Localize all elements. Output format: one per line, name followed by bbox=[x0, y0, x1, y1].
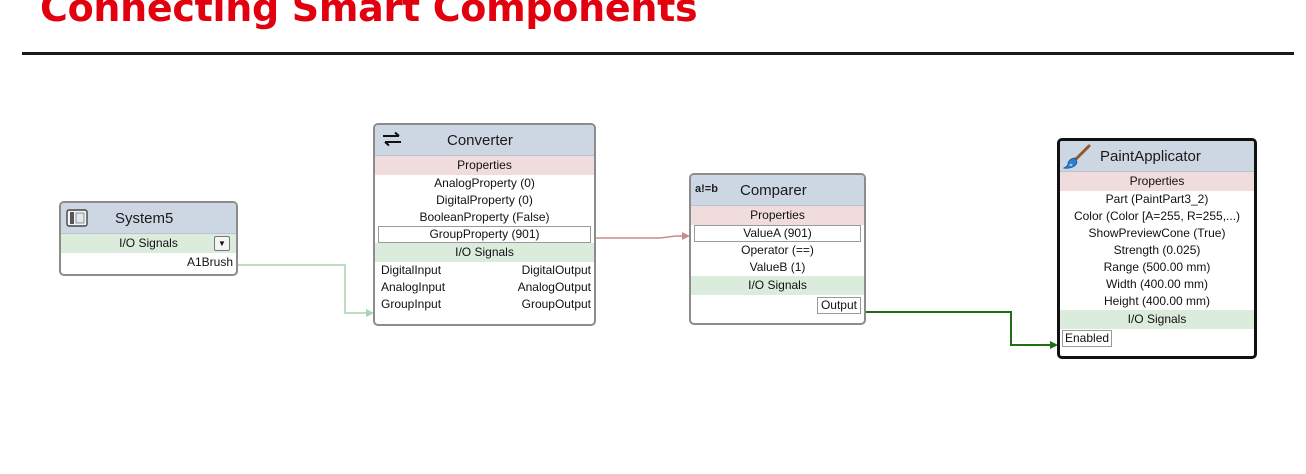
paintapplicator-property-part[interactable]: Part (PaintPart3_2) bbox=[1105, 192, 1209, 206]
swap-arrows-icon bbox=[381, 131, 403, 150]
port-groupoutput[interactable]: GroupOutput bbox=[521, 297, 591, 311]
converter-port-row-2: AnalogInput AnalogOutput bbox=[375, 279, 594, 296]
converter-property-boolean[interactable]: BooleanProperty (False) bbox=[419, 210, 550, 224]
converter-port-row-1: DigitalInput DigitalOutput bbox=[375, 262, 594, 279]
system5-io-section: I/O Signals ▼ bbox=[61, 234, 236, 253]
paintapplicator-properties-label: Properties bbox=[1060, 172, 1254, 191]
converter-properties-label: Properties bbox=[375, 156, 594, 175]
port-groupinput[interactable]: GroupInput bbox=[381, 297, 442, 311]
port-digitaloutput[interactable]: DigitalOutput bbox=[521, 263, 591, 277]
paintapplicator-title: PaintApplicator bbox=[1100, 148, 1201, 165]
wire-groupproperty-to-valuea[interactable] bbox=[596, 235, 682, 239]
paintapplicator-property-width[interactable]: Width (400.00 mm) bbox=[1105, 277, 1209, 291]
converter-node[interactable]: Converter Properties AnalogProperty (0) … bbox=[373, 123, 596, 326]
system5-title: System5 bbox=[115, 210, 174, 227]
converter-property-analog[interactable]: AnalogProperty (0) bbox=[434, 176, 535, 190]
paintapplicator-io-label: I/O Signals bbox=[1060, 310, 1254, 329]
port-analoginput[interactable]: AnalogInput bbox=[381, 280, 446, 294]
comparer-port-row: Output bbox=[691, 295, 864, 315]
chevron-down-icon[interactable]: ▼ bbox=[214, 236, 230, 251]
converter-port-row-3: GroupInput GroupOutput bbox=[375, 296, 594, 313]
station-icon bbox=[66, 209, 88, 230]
paintapplicator-property-showpreviewcone[interactable]: ShowPreviewCone (True) bbox=[1088, 226, 1226, 240]
wire-a1brush-to-groupinput[interactable] bbox=[237, 264, 366, 314]
port-a1brush[interactable]: A1Brush bbox=[186, 255, 233, 269]
converter-io-label: I/O Signals bbox=[375, 243, 594, 262]
wire-output-arrowhead bbox=[1050, 341, 1058, 349]
wire-a1brush-arrowhead bbox=[366, 309, 374, 317]
port-digitalinput[interactable]: DigitalInput bbox=[381, 263, 442, 277]
comparer-title: Comparer bbox=[740, 182, 807, 199]
paintapplicator-property-height[interactable]: Height (400.00 mm) bbox=[1103, 294, 1211, 308]
comparer-property-operator[interactable]: Operator (==) bbox=[741, 243, 814, 257]
system5-io-label: I/O Signals bbox=[119, 236, 178, 250]
converter-title: Converter bbox=[447, 132, 513, 149]
port-output[interactable]: Output bbox=[816, 297, 861, 314]
system5-header[interactable]: System5 bbox=[61, 203, 236, 234]
compare-icon: a!=b bbox=[695, 183, 718, 195]
system5-node[interactable]: System5 I/O Signals ▼ A1Brush bbox=[59, 201, 238, 276]
paintapplicator-port-row: Enabled bbox=[1060, 329, 1254, 349]
paintapplicator-property-color[interactable]: Color (Color [A=255, R=255,...) bbox=[1073, 209, 1241, 223]
comparer-header[interactable]: a!=b Comparer bbox=[691, 175, 864, 206]
comparer-properties-label: Properties bbox=[691, 206, 864, 225]
converter-property-digital[interactable]: DigitalProperty (0) bbox=[436, 193, 533, 207]
port-enabled[interactable]: Enabled bbox=[1062, 330, 1113, 347]
title-divider bbox=[22, 52, 1294, 55]
comparer-io-label: I/O Signals bbox=[691, 276, 864, 295]
comparer-property-valueb[interactable]: ValueB (1) bbox=[749, 260, 806, 274]
paintapplicator-node[interactable]: PaintApplicator Properties Part (PaintPa… bbox=[1057, 138, 1257, 359]
converter-property-group[interactable]: GroupProperty (901) bbox=[378, 226, 591, 243]
paintapplicator-property-range[interactable]: Range (500.00 mm) bbox=[1103, 260, 1211, 274]
wire-output-to-enabled[interactable] bbox=[866, 311, 1050, 346]
port-analogoutput[interactable]: AnalogOutput bbox=[517, 280, 591, 294]
converter-header[interactable]: Converter bbox=[375, 125, 594, 156]
comparer-property-valuea[interactable]: ValueA (901) bbox=[694, 225, 861, 242]
wire-groupproperty-arrowhead bbox=[682, 232, 690, 240]
paintapplicator-header[interactable]: PaintApplicator bbox=[1060, 141, 1254, 172]
paint-brush-icon bbox=[1062, 144, 1091, 173]
comparer-node[interactable]: a!=b Comparer Properties ValueA (901) Op… bbox=[689, 173, 866, 325]
page-title: Connecting Smart Components bbox=[40, 0, 698, 30]
paintapplicator-property-strength[interactable]: Strength (0.025) bbox=[1113, 243, 1201, 257]
